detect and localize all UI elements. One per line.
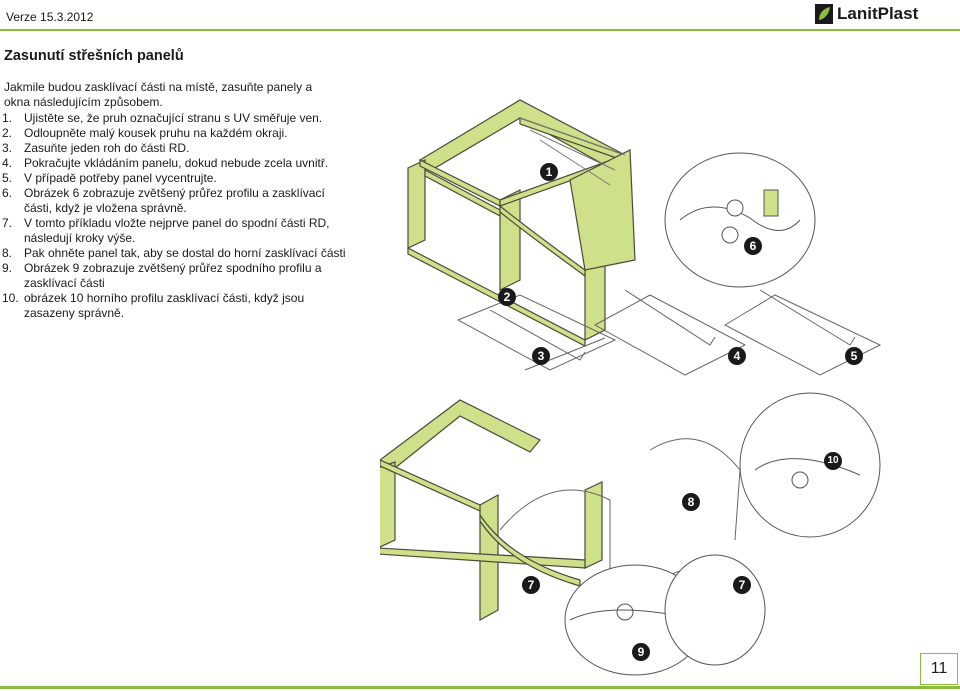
greenhouse-frame-bottom <box>380 399 603 622</box>
list-item: 5.V případě potřeby panel vycentrujte. <box>2 171 217 185</box>
detail-circle-10 <box>739 392 881 538</box>
intro-text: Jakmile budou zasklívací části na místě,… <box>4 80 313 109</box>
version-label: Verze 15.3.2012 <box>6 10 94 24</box>
steps-list: 1.Ujistěte se, že pruh označující stranu… <box>2 111 347 321</box>
footer-divider <box>0 686 960 689</box>
step-badge-5: 5 <box>845 347 863 365</box>
page-title: Zasunutí střešních panelů <box>4 48 184 64</box>
list-item: 9.Obrázek 9 zobrazuje zvětšený průřez sp… <box>2 261 322 290</box>
step-badge-3: 3 <box>532 347 550 365</box>
page-number: 11 <box>920 653 958 685</box>
step-badge-1: 1 <box>540 163 558 181</box>
panel-step-5 <box>723 289 882 376</box>
step-badge-8: 8 <box>682 493 700 511</box>
step-badge-7: 7 <box>522 576 540 594</box>
header-divider <box>0 29 960 31</box>
step-badge-10: 10 <box>824 452 842 470</box>
list-item: 8.Pak ohněte panel tak, aby se dostal do… <box>2 246 346 260</box>
list-item: 1.Ujistěte se, že pruh označující stranu… <box>2 111 323 125</box>
list-item: 4.Pokračujte vkládáním panelu, dokud neb… <box>2 156 329 170</box>
step-badge-4: 4 <box>728 347 746 365</box>
step-badge-6: 6 <box>744 237 762 255</box>
panel-step-4 <box>593 289 747 376</box>
company-logo: LanitPlast <box>815 2 955 26</box>
detail-circle-7 <box>664 554 766 666</box>
step-badge-7b: 7 <box>733 576 751 594</box>
list-item: 7.V tomto příkladu vložte nejprve panel … <box>2 216 330 245</box>
step-badge-9: 9 <box>632 643 650 661</box>
leaf-logo-icon <box>815 4 833 24</box>
assembly-illustration <box>380 99 882 676</box>
detail-circle-6 <box>664 152 816 288</box>
list-item: 6.Obrázek 6 zobrazuje zvětšený průřez pr… <box>2 186 325 215</box>
list-item: 2.Odloupněte malý kousek pruhu na každém… <box>2 126 288 140</box>
list-item: 10.obrázek 10 horního profilu zasklívací… <box>2 291 305 320</box>
greenhouse-frame-top <box>407 99 636 347</box>
list-item: 3.Zasuňte jeden roh do části RD. <box>2 141 190 155</box>
step-badge-2: 2 <box>498 288 516 306</box>
logo-text: LanitPlast <box>837 4 919 23</box>
